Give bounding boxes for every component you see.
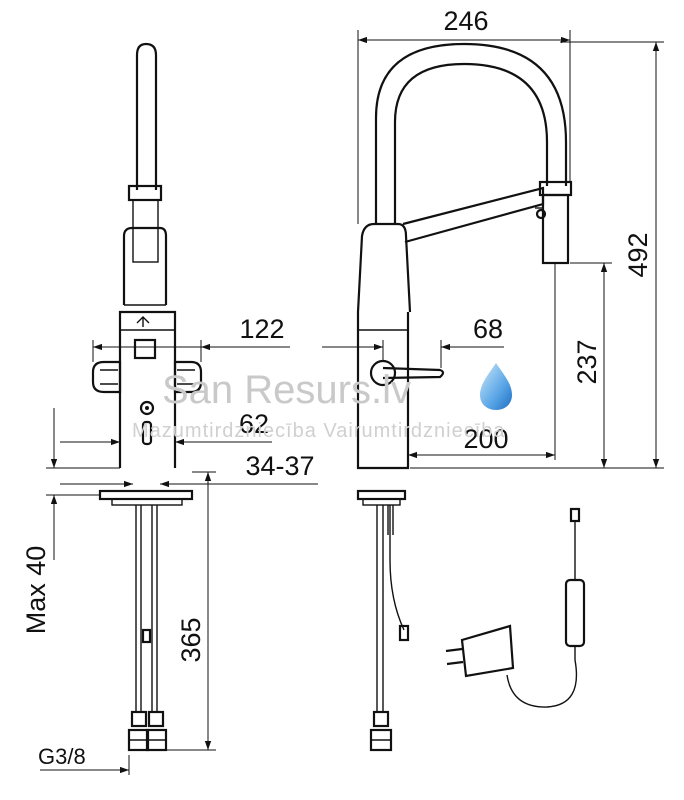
side-view (356, 42, 573, 752)
dimension-front-width: 122 (239, 314, 284, 344)
dimension-height-total: 492 (623, 232, 653, 277)
watermark-tagline: Mazumtirdzniecība Vairumtirdzniecība (132, 420, 506, 442)
dimension-max-thickness: Max 40 (21, 546, 51, 635)
dimension-lever-offset: 68 (473, 314, 503, 344)
dimension-width-total: 246 (443, 6, 488, 36)
power-adapter (445, 507, 586, 708)
dimension-thread: G3/8 (38, 744, 86, 769)
dimension-hole-diameter: 34-37 (245, 451, 314, 481)
front-view (91, 42, 203, 752)
dimension-lines (40, 30, 664, 775)
dimension-spout-height: 237 (572, 339, 602, 384)
water-drop-icon (480, 363, 512, 410)
dimension-hose-length: 365 (176, 617, 206, 662)
watermark-brand: San Resurs.lv (162, 368, 411, 412)
dimension-spout-reach: 200 (463, 424, 508, 454)
watermark: San Resurs.lv Mazumtirdzniecība Vairumti… (132, 363, 512, 442)
dimension-base-width: 62 (239, 409, 269, 439)
